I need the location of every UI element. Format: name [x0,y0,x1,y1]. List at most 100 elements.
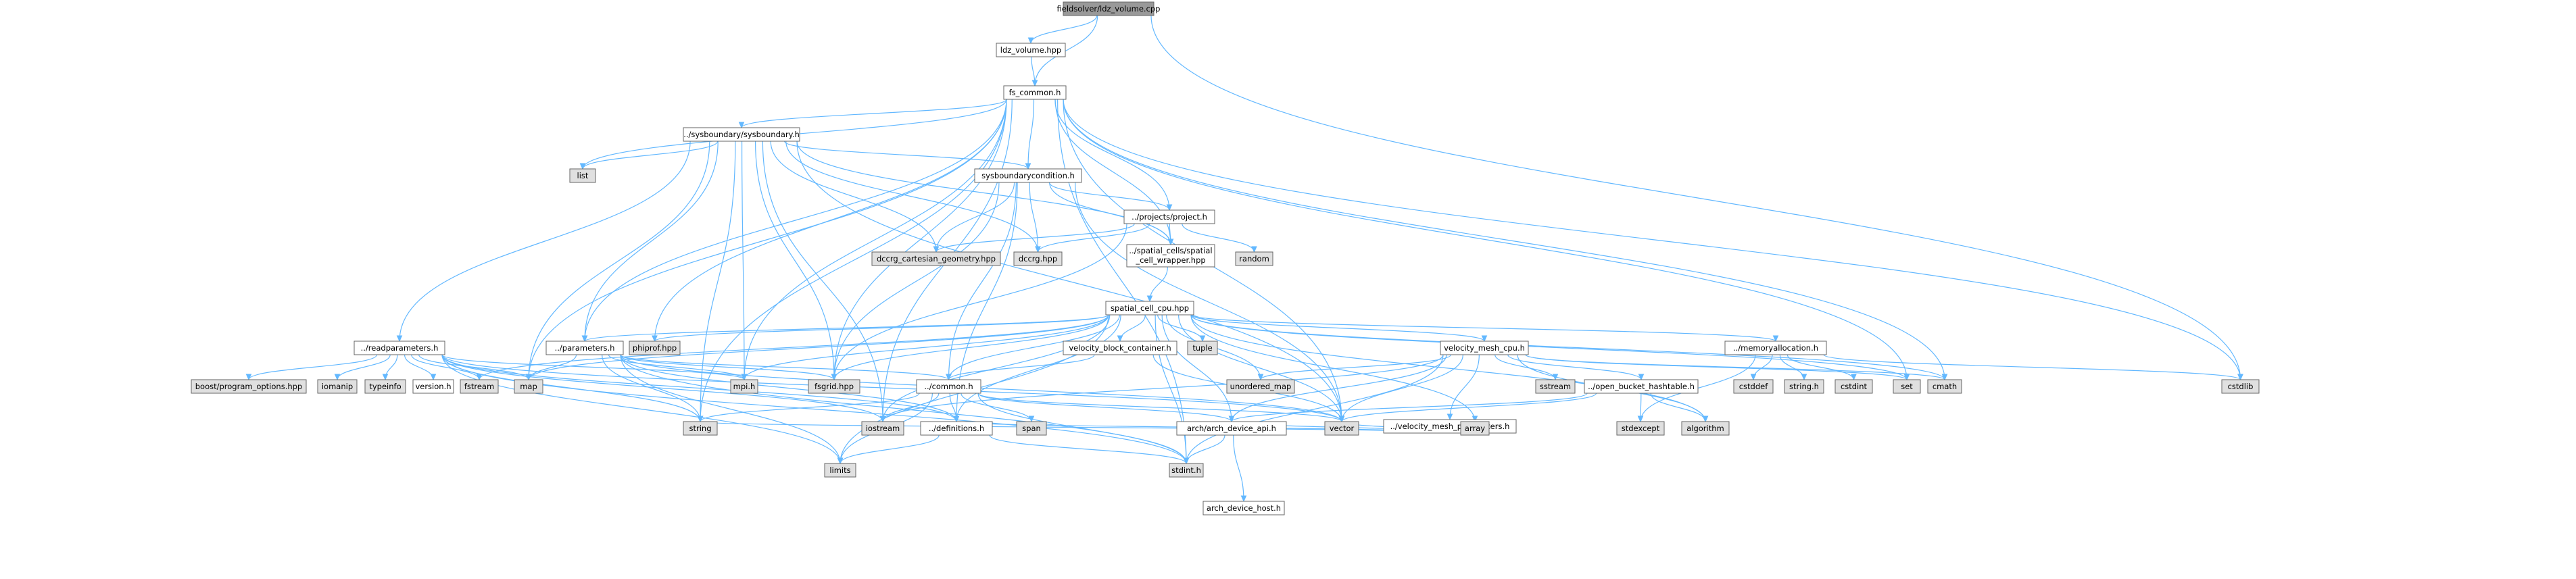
node-map[interactable]: map [514,379,543,394]
node-box[interactable] [412,379,454,394]
node-vector[interactable]: vector [1324,421,1359,436]
node-box[interactable] [1013,251,1063,266]
node-version[interactable]: version.h [412,379,454,394]
node-iostream[interactable]: iostream [861,421,904,436]
node-box[interactable] [1235,251,1273,266]
node-phiprof[interactable]: phiprof.hpp [629,341,681,355]
node-box[interactable] [1893,379,1921,394]
node-box[interactable] [1202,501,1285,515]
node-box[interactable] [1123,209,1215,224]
node-box[interactable] [2221,379,2260,394]
node-box[interactable] [1187,341,1218,355]
node-box[interactable] [191,379,307,394]
node-box[interactable] [824,463,856,478]
node-box[interactable] [1016,421,1047,436]
node-definitions[interactable]: ../definitions.h [920,421,993,436]
node-box[interactable] [1063,1,1155,16]
node-open-bucket[interactable]: ../open_bucket_hashtable.h [1584,379,1699,394]
node-box[interactable] [545,341,624,355]
node-box[interactable] [1927,379,1962,394]
node-sysboundarycondition[interactable]: sysboundarycondition.h [974,168,1082,183]
node-box[interactable] [317,379,358,394]
node-box[interactable] [916,379,981,394]
node-span[interactable]: span [1016,421,1047,436]
node-list[interactable]: list [569,168,596,183]
node-box[interactable] [1834,379,1873,394]
node-dccrg-cart[interactable]: dccrg_cartesian_geometry.hpp [871,251,1001,266]
node-boost-po[interactable]: boost/program_options.hpp [191,379,307,394]
node-box[interactable] [974,168,1082,183]
node-box[interactable] [808,379,860,394]
node-algorithm[interactable]: algorithm [1681,421,1730,436]
node-box[interactable] [460,379,499,394]
node-box[interactable] [364,379,406,394]
node-box[interactable] [1584,379,1699,394]
node-box[interactable] [1681,421,1730,436]
edge-sysboundarycondition-to-spatial_wrapper [1049,182,1171,245]
node-tuple[interactable]: tuple [1187,341,1218,355]
node-cstddef[interactable]: cstddef [1733,379,1774,394]
node-sysboundary[interactable]: ../sysboundary/sysboundary.h [683,127,800,142]
node-box[interactable] [683,421,718,436]
node-box[interactable] [1105,301,1194,316]
node-cstdlib[interactable]: cstdlib [2221,379,2260,394]
node-box[interactable] [1126,244,1215,268]
node-array[interactable]: array [1460,421,1490,436]
node-box[interactable] [1226,379,1295,394]
node-box[interactable] [1003,85,1067,100]
node-unordered-map[interactable]: unordered_map [1226,379,1295,394]
node-spatial-cell-cpu[interactable]: spatial_cell_cpu.hpp [1105,301,1194,316]
node-project[interactable]: ../projects/project.h [1123,209,1215,224]
node-iomanip[interactable]: iomanip [317,379,358,394]
node-box[interactable] [1440,341,1529,355]
node-box[interactable] [569,168,596,183]
node-box[interactable] [1784,379,1824,394]
node-cmath[interactable]: cmath [1927,379,1962,394]
node-fsgrid[interactable]: fsgrid.hpp [808,379,860,394]
node-box[interactable] [1616,421,1665,436]
node-string[interactable]: string [683,421,718,436]
node-box[interactable] [1169,463,1204,478]
node-random[interactable]: random [1235,251,1273,266]
node-box[interactable] [1176,421,1287,436]
node-box[interactable] [871,251,1001,266]
node-box[interactable] [683,127,800,142]
node-box[interactable] [1724,341,1827,355]
node-dccrg[interactable]: dccrg.hpp [1013,251,1063,266]
node-typeinfo[interactable]: typeinfo [364,379,406,394]
node-limits[interactable]: limits [824,463,856,478]
node-box[interactable] [1324,421,1359,436]
node-box[interactable] [1460,421,1490,436]
node-box[interactable] [514,379,543,394]
node-common[interactable]: ../common.h [916,379,981,394]
node-arch-device-host[interactable]: arch_device_host.h [1202,501,1285,515]
node-box[interactable] [354,341,445,355]
node-stdexcept[interactable]: stdexcept [1616,421,1665,436]
node-box[interactable] [996,43,1066,57]
node-box[interactable] [730,379,758,394]
node-set[interactable]: set [1893,379,1921,394]
node-box[interactable] [1063,341,1177,355]
node-fs-common[interactable]: fs_common.h [1003,85,1067,100]
node-string-h[interactable]: string.h [1784,379,1824,394]
node-sstream[interactable]: sstream [1535,379,1576,394]
node-readparameters[interactable]: ../readparameters.h [354,341,445,355]
node-fstream[interactable]: fstream [460,379,499,394]
node-root[interactable]: fieldsolver/ldz_volume.cpp [1057,1,1161,16]
node-velocity-block-container[interactable]: velocity_block_container.h [1063,341,1177,355]
node-memoryallocation[interactable]: ../memoryallocation.h [1724,341,1827,355]
node-cstdint[interactable]: cstdint [1834,379,1873,394]
node-box[interactable] [861,421,904,436]
node-box[interactable] [629,341,681,355]
node-stdint[interactable]: stdint.h [1169,463,1204,478]
node-box[interactable] [1733,379,1774,394]
node-arch-device-api[interactable]: arch/arch_device_api.h [1176,421,1287,436]
node-velocity-mesh-cpu[interactable]: velocity_mesh_cpu.h [1440,341,1529,355]
node-box[interactable] [920,421,993,436]
node-parameters[interactable]: ../parameters.h [545,341,624,355]
node-ldz-volume[interactable]: ldz_volume.hpp [996,43,1066,57]
node-box[interactable] [1535,379,1576,394]
node-mpi[interactable]: mpi.h [730,379,758,394]
node-spatial-wrapper[interactable]: ../spatial_cells/spatial_cell_wrapper.hp… [1126,244,1215,268]
node-velocity-mesh-parameters[interactable]: ../velocity_mesh_parameters.h [1383,419,1517,434]
